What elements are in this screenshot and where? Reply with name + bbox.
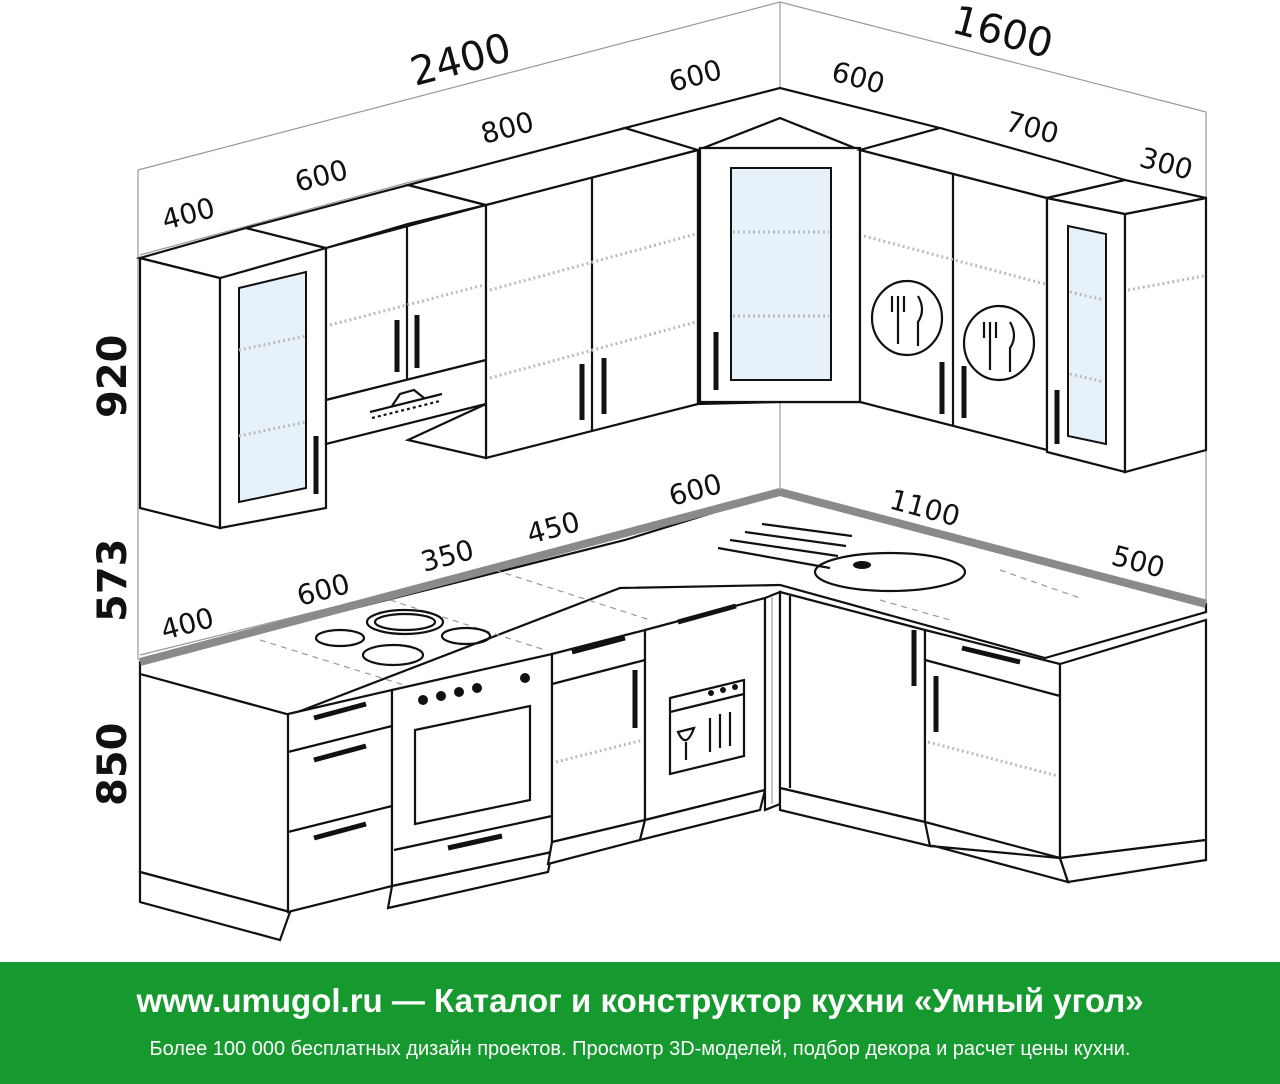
dim-upper-left-1: 400 [158,191,218,237]
dim-upper-right-2: 300 [1136,141,1196,187]
dim-upper-left-2: 600 [291,153,351,199]
dishwasher-icon [668,678,746,776]
sink-icon [717,522,967,593]
dim-upper-corner: 600 [828,55,888,101]
dim-overall-right: 1600 [947,0,1057,68]
upper-corner-cabinet [620,86,945,406]
cutlery-plate-icon [962,304,1036,382]
lower-sink-cabinet [778,590,927,824]
kitchen-diagram: 2400 1600 400 600 800 600 600 700 300 40… [90,0,1208,942]
dim-height-upper: 920 [90,335,136,419]
lower-drawer-unit [286,688,394,914]
countertop [138,488,1208,717]
upper-glass-cabinet-left [138,256,222,530]
oven-icon [413,673,532,826]
dim-height-lower: 850 [90,723,136,807]
banner-title[interactable]: www.umugol.ru — Каталог и конструктор ку… [136,982,1144,1019]
cooktop-burners-icon [314,608,492,667]
dim-upper-right-1: 700 [1002,105,1062,151]
upper-cabinets-left [135,126,703,530]
lower-cabinets-left [138,590,782,942]
range-hood-icon [369,388,443,420]
dishwasher-cabinet [643,596,767,822]
footer-banner: www.umugol.ru — Каталог и конструктор ку… [0,962,1280,1084]
dim-upper-left-3: 800 [477,105,537,151]
lower-cabinets-right [778,590,1208,884]
lower-cabinet-500 [923,628,1062,860]
lower-cabinet-350 [550,628,647,844]
dim-height-gap: 573 [90,539,136,623]
cutlery-plate-icon [870,279,944,357]
upper-cabinets-right [855,126,1208,474]
banner-subtitle: Более 100 000 бесплатных дизайн проектов… [149,1038,1131,1060]
dim-upper-left-4: 600 [665,53,725,99]
